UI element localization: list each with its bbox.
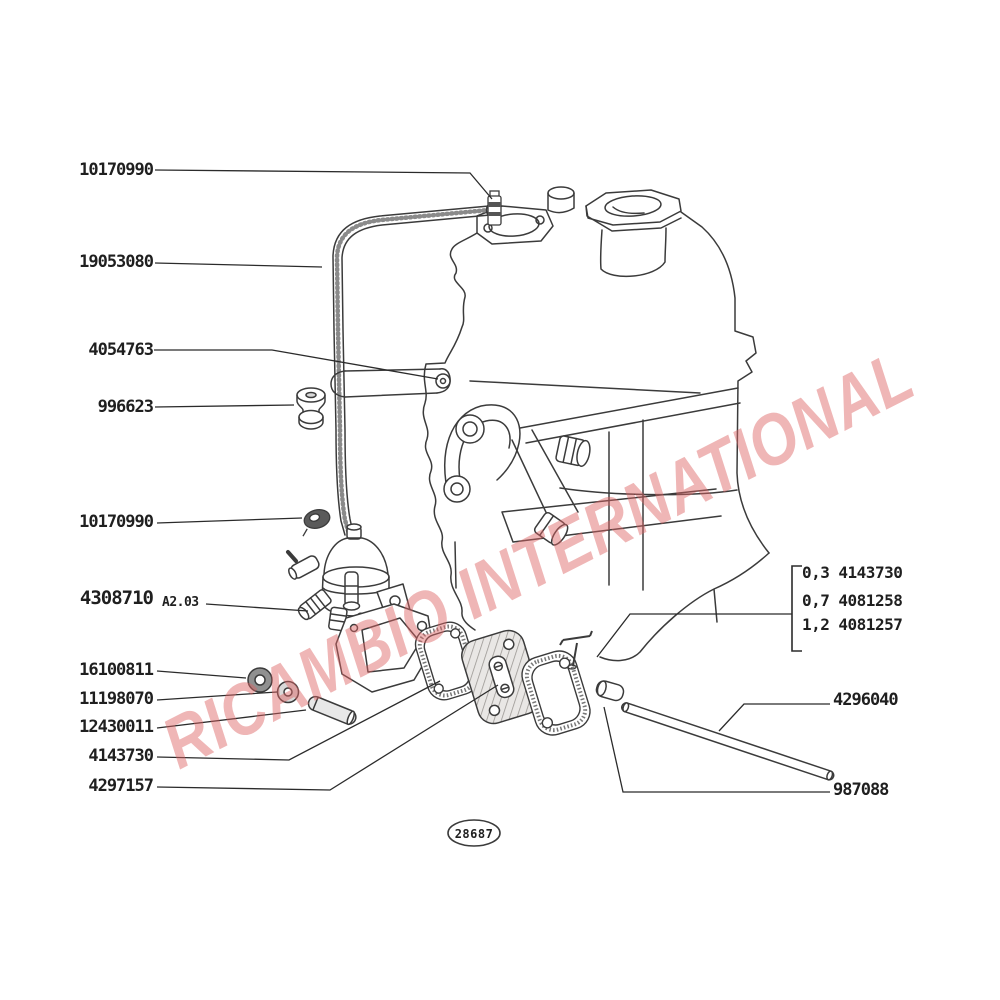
thickness-part-number: 4081258 bbox=[838, 591, 903, 610]
thickness-value: 0,3 bbox=[802, 563, 830, 582]
thickness-option-row: 1,2 4081257 bbox=[802, 615, 903, 634]
label-pin: 12430011 bbox=[79, 717, 154, 737]
engine-block-drawing bbox=[422, 186, 770, 662]
label-pipe-clip: 10170990 bbox=[79, 512, 154, 532]
thickness-value: 0,7 bbox=[802, 591, 830, 610]
label-washer: 11198070 bbox=[79, 689, 154, 709]
pin-drawing bbox=[307, 695, 357, 726]
thickness-option-row: 0,3 4143730 bbox=[802, 563, 903, 582]
label-gasket: 4143730 bbox=[88, 746, 154, 766]
pipe-clamp-drawing bbox=[330, 368, 451, 398]
label-pipe-clamp: 4054763 bbox=[88, 340, 154, 360]
drawing-number-badge: 28687 bbox=[447, 819, 501, 847]
spacer-drawing bbox=[461, 629, 541, 725]
thickness-part-number: 4143730 bbox=[838, 563, 903, 582]
bush-drawing bbox=[247, 667, 273, 693]
label-pipe-fitting: 10170990 bbox=[79, 160, 154, 180]
grommet-drawing bbox=[296, 387, 326, 430]
thickness-value: 1,2 bbox=[802, 615, 830, 634]
pipe-clip-drawing bbox=[302, 509, 331, 537]
stud-drawing bbox=[559, 630, 593, 670]
fuel-pipe-drawing bbox=[332, 204, 493, 537]
label-cap: 987088 bbox=[833, 780, 889, 800]
cap-drawing bbox=[595, 680, 625, 702]
label-spacer: 4297157 bbox=[88, 776, 154, 796]
leader-lines bbox=[154, 169, 830, 793]
thickness-option-row: 0,7 4081258 bbox=[802, 591, 903, 610]
thickness-part-number: 4081257 bbox=[838, 615, 903, 634]
label-pushrod: 4296040 bbox=[833, 690, 899, 710]
pushrod-drawing bbox=[621, 702, 835, 781]
label-fuel-pipe: 19053080 bbox=[79, 252, 154, 272]
drawing-number-text: 28687 bbox=[455, 827, 494, 841]
gasket-right-drawing bbox=[521, 650, 591, 736]
washer-drawing bbox=[276, 680, 300, 704]
label-fuel-pump: 4308710 bbox=[79, 587, 154, 609]
label-bush: 16100811 bbox=[79, 660, 154, 680]
pipe-fitting-drawing bbox=[487, 190, 502, 226]
label-grommet: 996623 bbox=[97, 397, 154, 417]
fuel-pump-drawing bbox=[286, 523, 434, 693]
label-fuel-pump-note: A2.03 bbox=[162, 595, 199, 610]
